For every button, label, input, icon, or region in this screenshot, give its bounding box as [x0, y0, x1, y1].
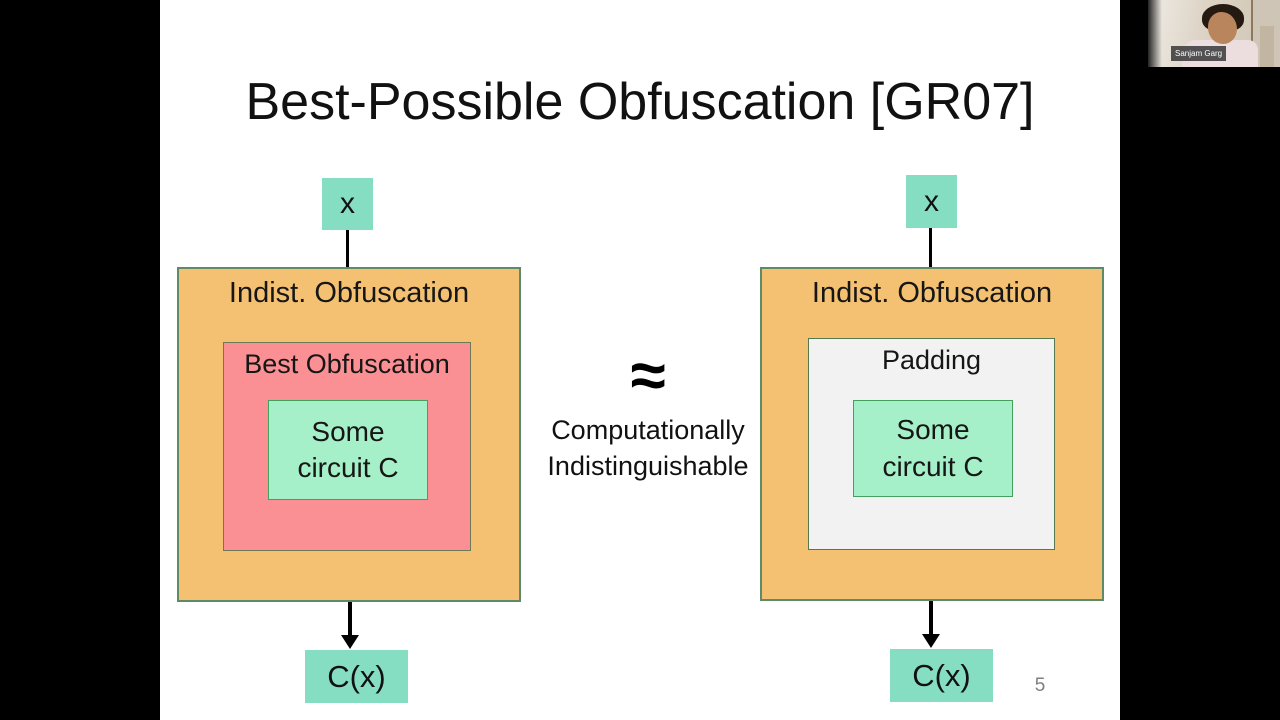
right-circuit-box: Some circuit C [853, 400, 1013, 497]
left-inner-label: Best Obfuscation [244, 349, 450, 379]
participant-face [1208, 12, 1237, 44]
right-outer-label: Indist. Obfuscation [811, 277, 1053, 309]
right-input-box: x [906, 175, 957, 228]
left-circuit-line2: circuit C [297, 452, 399, 483]
left-output-label: C(x) [327, 658, 386, 694]
approx-caption-line2: Indistinguishable [547, 451, 749, 482]
approx-caption-line1: Computationally [551, 415, 745, 445]
slide-title: Best-Possible Obfuscation [GR07] [245, 73, 1035, 131]
right-output-label: C(x) [912, 657, 971, 693]
left-circuit-box: Some circuit C [268, 400, 428, 500]
right-circuit-line1: Some [896, 414, 970, 446]
right-input-connector [929, 228, 932, 267]
left-input-connector [346, 230, 349, 267]
right-output-arrow-head [922, 634, 940, 648]
participant-name-label: Sanjam Garg [1171, 46, 1227, 61]
right-inner-label: Padding [881, 345, 982, 375]
left-output-box: C(x) [305, 650, 408, 703]
left-input-label: x [340, 187, 355, 220]
right-output-arrow-stem [929, 601, 933, 635]
left-output-arrow-stem [348, 602, 352, 636]
right-circuit-line2: circuit C [882, 450, 984, 482]
left-circuit-line1: Some [311, 415, 385, 447]
background-door-inner [1260, 26, 1274, 67]
right-input-label: x [924, 184, 939, 218]
approx-caption: Computationally Indistinguishable [512, 412, 784, 485]
background-door-frame [1251, 0, 1253, 67]
left-outer-label: Indist. Obfuscation [228, 277, 470, 309]
left-input-box: x [322, 178, 373, 230]
video-vignette [1148, 0, 1162, 67]
approx-symbol: ≈ [630, 339, 666, 411]
right-output-box: C(x) [890, 649, 993, 702]
webcam-thumbnail[interactable]: Sanjam Garg [1148, 0, 1280, 67]
slide-page-number: 5 [1034, 675, 1046, 696]
left-output-arrow-head [341, 635, 359, 649]
